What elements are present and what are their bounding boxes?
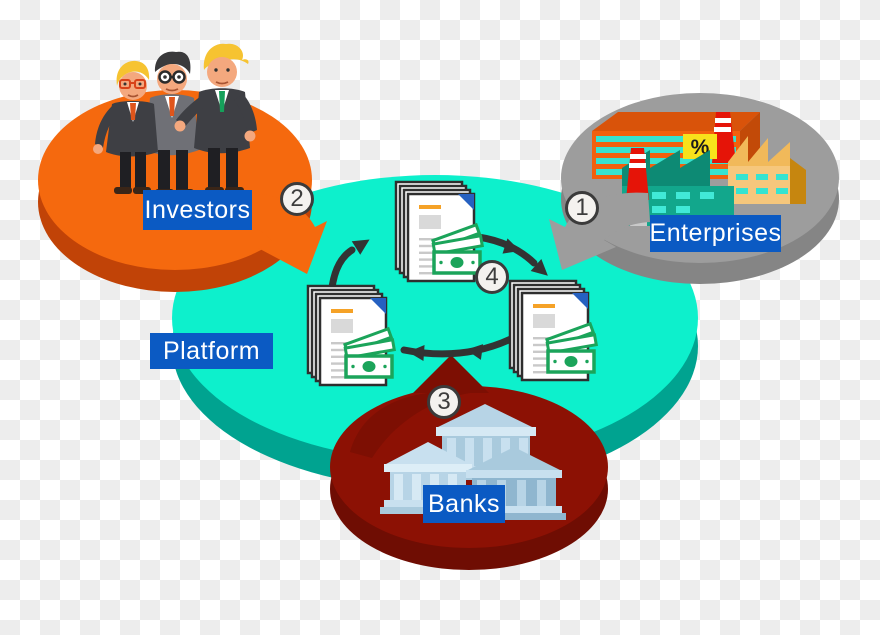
businessman-right <box>174 43 257 194</box>
step-badge-3: 3 <box>427 385 461 419</box>
step-badge-2: 2 <box>280 182 314 216</box>
platform-label: Platform <box>150 333 273 369</box>
document-left <box>306 284 397 387</box>
step-badge-1: 1 <box>565 191 599 225</box>
step-badge-4: 4 <box>475 260 509 294</box>
banks-label: Banks <box>423 485 505 523</box>
chimney-icon <box>712 112 736 163</box>
enterprises-label: Enterprises <box>650 215 781 252</box>
businessmen-group-icon <box>93 43 257 196</box>
investors-label: Investors <box>143 190 252 230</box>
chimney-icon <box>626 148 649 200</box>
tan-factory <box>728 136 806 204</box>
document-top <box>394 180 485 283</box>
document-right <box>508 279 599 382</box>
percent-sign: % <box>683 134 717 159</box>
banks-arrow <box>350 355 489 458</box>
enterprises-arrow <box>549 192 650 270</box>
businessman-left <box>93 60 158 194</box>
